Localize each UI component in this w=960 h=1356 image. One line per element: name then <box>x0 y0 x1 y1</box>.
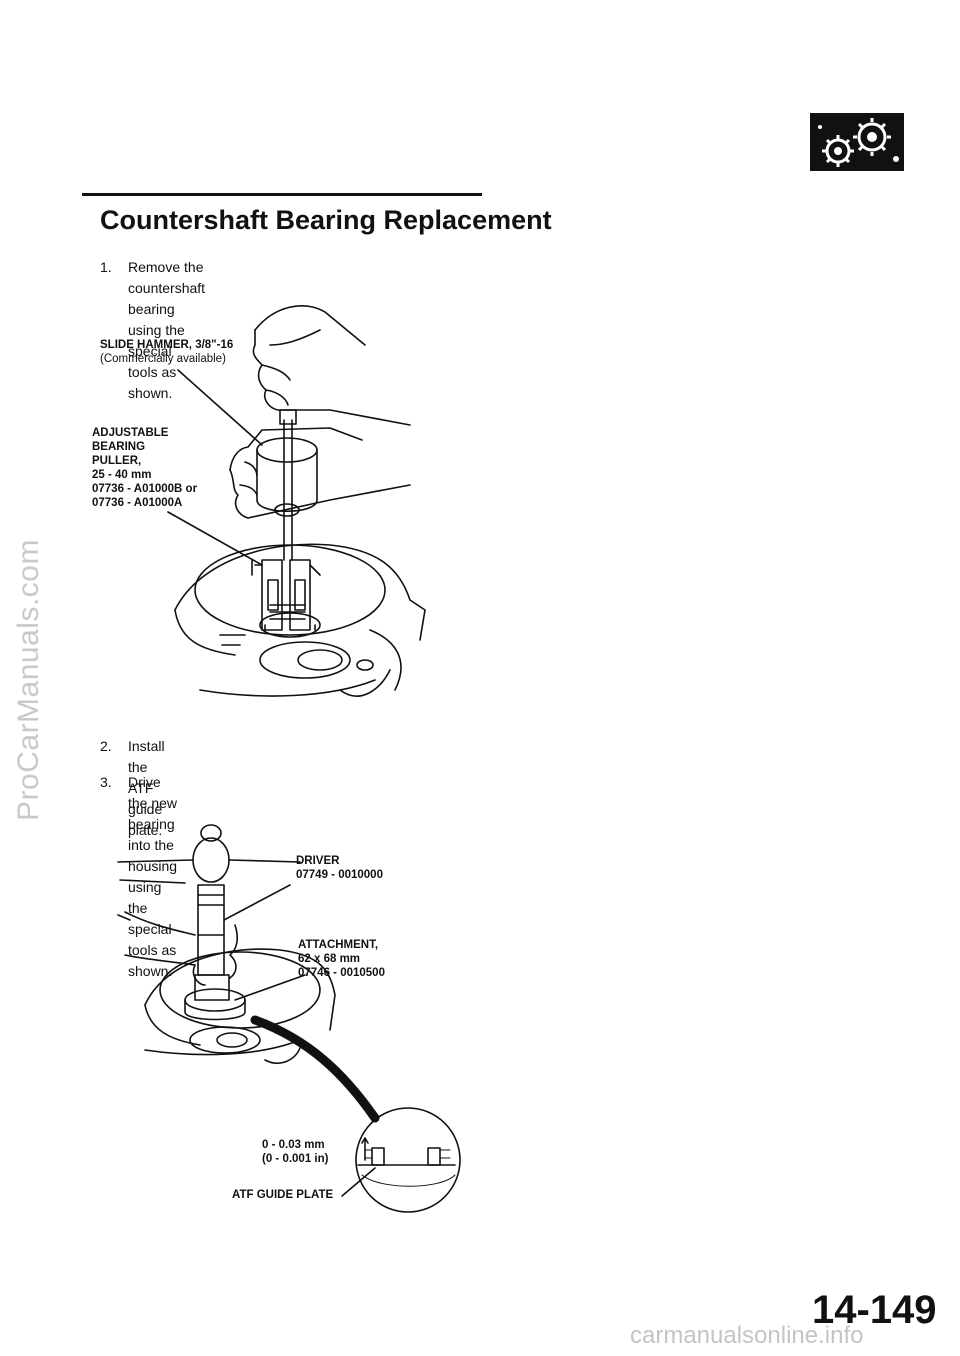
label-line: ADJUSTABLE <box>92 427 169 439</box>
attachment-label: ATTACHMENT, 62 x 68 mm 07746 - 0010500 <box>298 938 385 980</box>
page-title: Countershaft Bearing Replacement <box>100 205 552 235</box>
slide-hammer-label: SLIDE HAMMER, 3/8"-16 (Commercially avai… <box>100 338 233 366</box>
label-line: 07736 - A01000B or <box>92 483 198 495</box>
label-line: 07749 - 0010000 <box>296 869 383 881</box>
label-line: 07736 - A01000A <box>92 497 183 509</box>
step-text-line: Install the ATF guide plate. <box>128 738 165 838</box>
driver-label: DRIVER 07749 - 0010000 <box>296 854 383 882</box>
step-number: 3. <box>100 774 112 790</box>
label-line: SLIDE HAMMER, 3/8"-16 <box>100 339 234 351</box>
label-line: (0 - 0.001 in) <box>262 1153 329 1165</box>
label-line: DRIVER <box>296 855 340 867</box>
bottom-watermark: carmanualsonline.info <box>630 1322 864 1349</box>
step-text-line: Remove the countershaft bearing using th… <box>128 259 206 359</box>
step-text-line: Drive the new bearing into the housing u… <box>128 774 178 916</box>
page-number: 14-149 <box>812 1288 937 1332</box>
clearance-label: 0 - 0.03 mm (0 - 0.001 in) <box>262 1138 328 1166</box>
step-text-line: tools as shown. <box>128 364 177 401</box>
label-line: (Commercially available) <box>100 353 226 365</box>
label-line: 07746 - 0010500 <box>298 967 385 979</box>
atf-guide-plate-label: ATF GUIDE PLATE <box>232 1189 334 1201</box>
gear-icon <box>818 118 899 167</box>
label-line: PULLER, <box>92 455 142 467</box>
label-line: 25 - 40 mm <box>92 469 152 481</box>
label-line: 62 x 68 mm <box>298 953 361 965</box>
section-gear-icon <box>810 113 904 171</box>
section-rule <box>82 193 482 196</box>
label-line: 0 - 0.03 mm <box>262 1139 325 1151</box>
step-text-line: special tools as shown. <box>128 921 177 979</box>
step-number: 2. <box>100 738 112 754</box>
bearing-puller-label: ADJUSTABLE BEARING PULLER, 25 - 40 mm 07… <box>92 426 197 510</box>
label-line: BEARING <box>92 441 146 453</box>
label-line: ATTACHMENT, <box>298 939 379 951</box>
step-number: 1. <box>100 259 112 275</box>
